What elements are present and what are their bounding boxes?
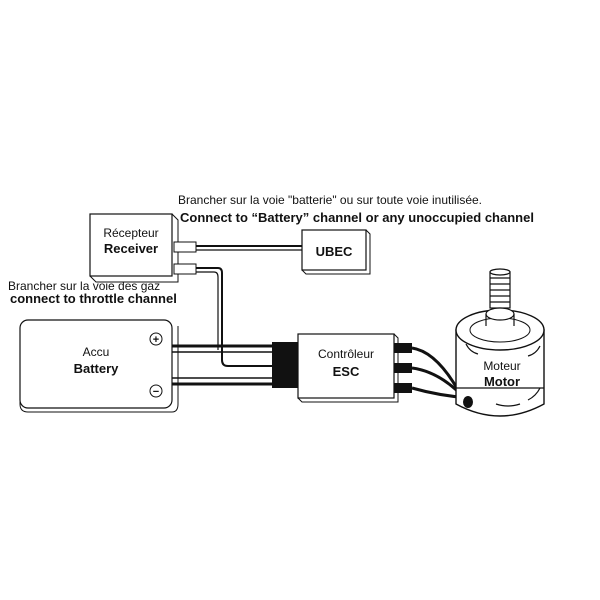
motor-vents bbox=[456, 343, 544, 407]
battery-label-fr: Accu bbox=[83, 345, 110, 359]
receiver-connector-top bbox=[173, 241, 197, 253]
motor-wire-exit bbox=[463, 396, 473, 408]
battery-label-en: Battery bbox=[74, 361, 120, 376]
esc-output-connector-1 bbox=[394, 343, 412, 353]
esc: Contrôleur ESC bbox=[272, 333, 412, 403]
receiver-connector-bottom bbox=[173, 263, 197, 275]
throttle-annotation-fr: Brancher sur la voie des gaz bbox=[8, 279, 160, 293]
battery-negative-terminal bbox=[149, 384, 163, 398]
motor-shaft bbox=[489, 268, 511, 309]
receiver-label-en: Receiver bbox=[104, 241, 158, 256]
ubec-label: UBEC bbox=[316, 244, 353, 259]
motor-label-fr: Moteur bbox=[483, 359, 520, 373]
esc-output-connector-3 bbox=[394, 383, 412, 393]
motor: Moteur Motor bbox=[455, 268, 545, 417]
throttle-wire bbox=[196, 267, 272, 367]
esc-output-connector-2 bbox=[394, 363, 412, 373]
battery-positive-terminal bbox=[149, 332, 163, 346]
esc-label-fr: Contrôleur bbox=[318, 347, 374, 361]
ubec-annotation-en: Connect to “Battery” channel or any unoc… bbox=[180, 210, 534, 225]
battery-plus-sign: + bbox=[153, 334, 159, 346]
ubec: UBEC bbox=[301, 229, 371, 275]
throttle-annotation-en: connect to throttle channel bbox=[10, 291, 177, 306]
battery-minus-sign: − bbox=[153, 386, 159, 398]
motor-label-en: Motor bbox=[484, 374, 520, 389]
motor-body bbox=[455, 329, 545, 417]
ubec-annotation-fr: Brancher sur la voie "batterie" ou sur t… bbox=[178, 193, 482, 207]
receiver-label-fr: Récepteur bbox=[103, 226, 158, 240]
receiver: Récepteur Receiver bbox=[89, 213, 197, 283]
battery: + − Accu Battery bbox=[19, 319, 179, 413]
esc-input-connector bbox=[272, 342, 298, 388]
esc-label-en: ESC bbox=[333, 364, 360, 379]
